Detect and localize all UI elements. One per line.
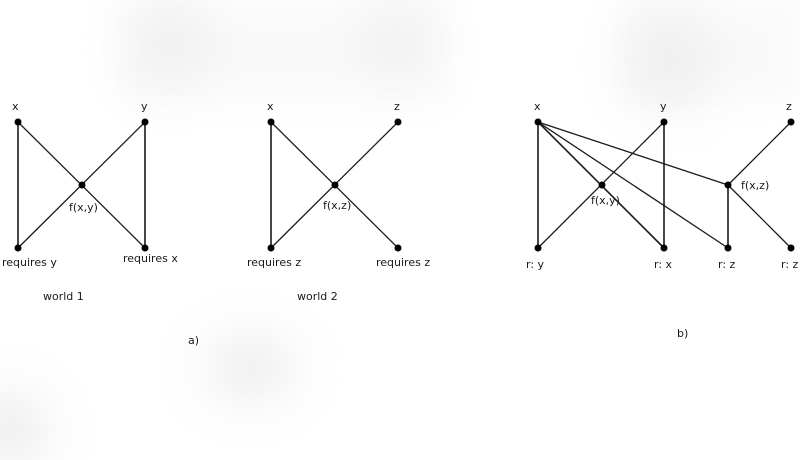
edge-x-rz1	[537, 121, 729, 249]
node-z	[787, 118, 795, 126]
node-fxy	[78, 181, 86, 189]
node-y	[660, 118, 668, 126]
node-x	[534, 118, 542, 126]
node-x	[267, 118, 275, 126]
label-y: y	[141, 100, 148, 113]
node-r-z-1	[724, 244, 732, 252]
label-x: x	[12, 100, 19, 113]
caption-world-1: world 1	[43, 290, 84, 303]
label-requires-y: requires y	[2, 256, 57, 269]
label-fxy: f(x,y)	[69, 201, 98, 214]
caption-panel-b: b)	[677, 327, 688, 340]
node-r-x	[660, 244, 668, 252]
node-x	[14, 118, 22, 126]
caption-panel-a: a)	[188, 334, 199, 347]
label-z: z	[786, 100, 792, 113]
node-requires-z-right	[394, 244, 402, 252]
label-z: z	[394, 100, 400, 113]
edge-fxz-rz2	[727, 184, 792, 249]
panel-b-graph: x y z f(x,y) f(x,z) r: y r: x r: z r: z	[526, 100, 799, 271]
label-r-z-2: r: z	[781, 258, 799, 271]
node-fxy	[598, 181, 606, 189]
label-fxz: f(x,z)	[741, 179, 769, 192]
label-r-y: r: y	[526, 258, 545, 271]
node-fxz	[724, 181, 732, 189]
caption-world-2: world 2	[297, 290, 338, 303]
label-r-z-1: r: z	[718, 258, 736, 271]
label-fxy: f(x,y)	[591, 194, 620, 207]
node-r-y	[534, 244, 542, 252]
edge-z-fxz	[727, 121, 792, 186]
diagram-canvas: x y f(x,y) requires y requires x world 1…	[2, 100, 799, 347]
world-2-graph: x z f(x,z) requires z requires z world 2	[247, 100, 430, 303]
node-y	[141, 118, 149, 126]
node-z	[394, 118, 402, 126]
node-fxz	[331, 181, 339, 189]
node-requires-z-left	[267, 244, 275, 252]
label-requires-x: requires x	[123, 252, 178, 265]
node-requires-y	[14, 244, 22, 252]
label-x: x	[267, 100, 274, 113]
node-r-z-2	[787, 244, 795, 252]
world-1-graph: x y f(x,y) requires y requires x world 1	[2, 100, 178, 303]
label-x: x	[534, 100, 541, 113]
label-r-x: r: x	[654, 258, 673, 271]
node-requires-x	[141, 244, 149, 252]
label-requires-z-right: requires z	[376, 256, 430, 269]
label-fxz: f(x,z)	[323, 199, 351, 212]
label-y: y	[660, 100, 667, 113]
label-requires-z-left: requires z	[247, 256, 301, 269]
